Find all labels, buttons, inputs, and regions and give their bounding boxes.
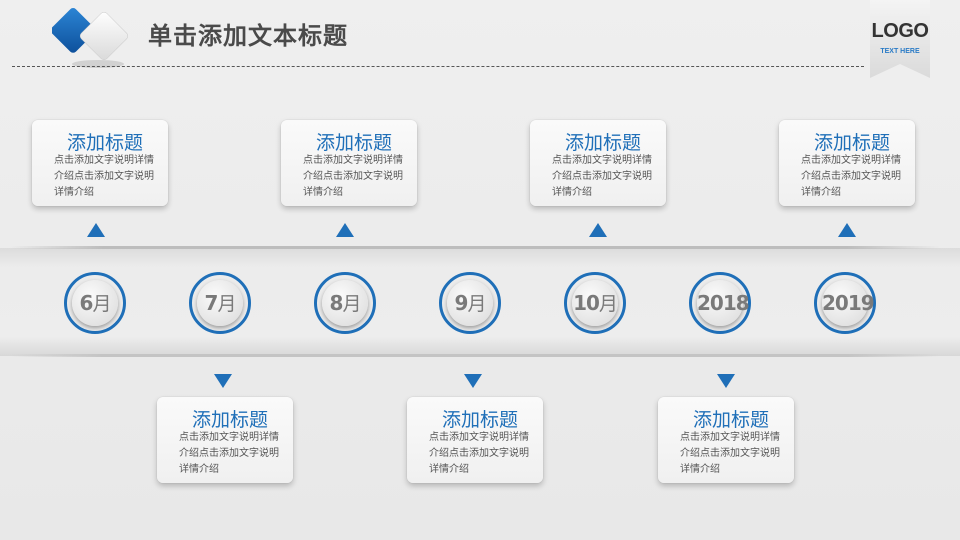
- node-number: 2019: [822, 291, 875, 315]
- card-body: 点击添加文字说明详情介绍点击添加文字说明详情介绍: [179, 432, 279, 475]
- card-title: 添加标题: [66, 132, 143, 154]
- timeline-card-top-1[interactable]: 添加标题 点击添加文字说明详情介绍点击添加文字说明详情介绍: [32, 120, 168, 206]
- node-number: 10: [573, 291, 600, 315]
- arrow-down-icon: [214, 374, 232, 388]
- timeline-node-9[interactable]: 9月: [439, 272, 501, 334]
- node-unit: 月: [217, 293, 236, 315]
- timeline-node-2019[interactable]: 2019: [814, 272, 876, 334]
- arrow-down-icon: [717, 374, 735, 388]
- node-number: 2018: [697, 291, 750, 315]
- card-title: 添加标题: [315, 132, 392, 154]
- node-unit: 月: [598, 293, 618, 315]
- arrow-down-icon: [464, 374, 482, 388]
- card-body: 点击添加文字说明详情介绍点击添加文字说明详情介绍: [680, 432, 780, 475]
- node-label: 8月: [322, 280, 368, 326]
- timeline-node-2018[interactable]: 2018: [689, 272, 751, 334]
- node-label: 9月: [447, 280, 493, 326]
- card-body: 点击添加文字说明详情介绍点击添加文字说明详情介绍: [303, 155, 403, 198]
- node-unit: 月: [92, 293, 111, 315]
- timeline-card-bottom-3[interactable]: 添加标题 点击添加文字说明详情介绍点击添加文字说明详情介绍: [658, 397, 794, 483]
- card-title: 添加标题: [692, 409, 769, 431]
- timeline-card-top-2[interactable]: 添加标题 点击添加文字说明详情介绍点击添加文字说明详情介绍: [281, 120, 417, 206]
- card-body: 点击添加文字说明详情介绍点击添加文字说明详情介绍: [801, 155, 901, 198]
- page-title: 单击添加文本标题: [148, 22, 348, 50]
- node-number: 8: [329, 291, 344, 315]
- node-label: 6月: [72, 280, 118, 326]
- node-label: 2018: [697, 280, 750, 326]
- diamond-logo-icon: [52, 8, 129, 68]
- timeline-card-top-3[interactable]: 添加标题 点击添加文字说明详情介绍点击添加文字说明详情介绍: [530, 120, 666, 206]
- card-title: 添加标题: [813, 132, 890, 154]
- timeline-card-top-4[interactable]: 添加标题 点击添加文字说明详情介绍点击添加文字说明详情介绍: [779, 120, 915, 206]
- logo-ribbon: LOGO TEXT HERE: [870, 0, 930, 78]
- timeline-band-top-edge: [10, 246, 940, 249]
- timeline-band-bottom-edge: [10, 354, 940, 357]
- logo-subtext: TEXT HERE: [880, 48, 920, 55]
- node-label: 2019: [822, 280, 875, 326]
- header-divider: [12, 66, 864, 67]
- timeline-card-bottom-1[interactable]: 添加标题 点击添加文字说明详情介绍点击添加文字说明详情介绍: [157, 397, 293, 483]
- node-number: 9: [454, 291, 469, 315]
- node-number: 6: [79, 291, 94, 315]
- node-unit: 月: [467, 293, 486, 315]
- card-title: 添加标题: [564, 132, 641, 154]
- arrow-up-icon: [87, 223, 105, 237]
- node-number: 7: [204, 291, 219, 315]
- timeline-card-bottom-2[interactable]: 添加标题 点击添加文字说明详情介绍点击添加文字说明详情介绍: [407, 397, 543, 483]
- arrow-up-icon: [336, 223, 354, 237]
- timeline-node-8[interactable]: 8月: [314, 272, 376, 334]
- timeline-node-6[interactable]: 6月: [64, 272, 126, 334]
- arrow-up-icon: [589, 223, 607, 237]
- card-body: 点击添加文字说明详情介绍点击添加文字说明详情介绍: [54, 155, 154, 198]
- timeline-node-10[interactable]: 10月: [564, 272, 626, 334]
- logo-text: LOGO: [871, 20, 929, 42]
- card-body: 点击添加文字说明详情介绍点击添加文字说明详情介绍: [429, 432, 529, 475]
- timeline-node-7[interactable]: 7月: [189, 272, 251, 334]
- node-label: 10月: [572, 280, 618, 326]
- node-unit: 月: [342, 293, 361, 315]
- arrow-up-icon: [838, 223, 856, 237]
- card-title: 添加标题: [191, 409, 268, 431]
- node-label: 7月: [197, 280, 243, 326]
- card-title: 添加标题: [441, 409, 518, 431]
- card-body: 点击添加文字说明详情介绍点击添加文字说明详情介绍: [552, 155, 652, 198]
